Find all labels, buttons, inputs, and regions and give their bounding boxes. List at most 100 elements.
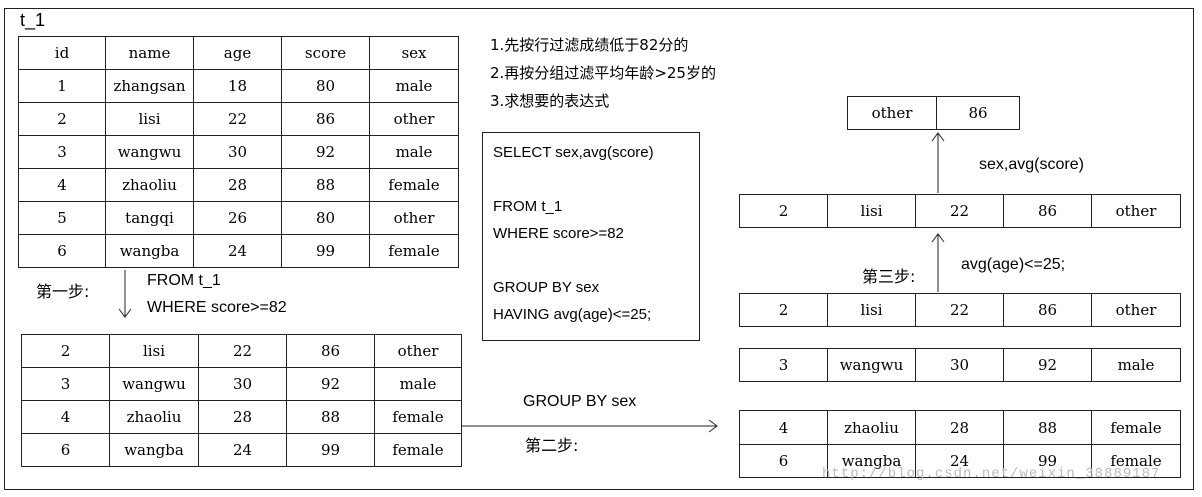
cell: female <box>1091 410 1181 445</box>
step3-label: 第三步: <box>862 267 916 286</box>
cell: 6 <box>21 433 110 467</box>
step2-group-clause: GROUP BY sex <box>523 393 637 410</box>
main-table-header: id name age score sex <box>18 36 459 70</box>
cell: 22 <box>193 102 282 136</box>
cell: other <box>374 334 462 368</box>
cell: 30 <box>915 348 1004 382</box>
cell: 2 <box>739 194 828 228</box>
cell: 6 <box>739 444 828 478</box>
cell: other <box>369 201 459 235</box>
note-item: 2.再按分组过滤平均年龄>25岁的 <box>490 64 716 82</box>
step3-having-clause: avg(age)<=25; <box>961 256 1066 273</box>
step2-label: 第二步: <box>525 436 579 455</box>
sql-having-line: HAVING avg(age)<=25; <box>493 306 652 323</box>
table-name-label: t_1 <box>20 10 46 30</box>
sql-from-line: FROM t_1 <box>493 198 563 215</box>
step1-from-clause: FROM t_1 <box>147 272 221 289</box>
cell: 30 <box>193 135 282 169</box>
step1-arrow-head <box>118 308 132 318</box>
cell: zhangsan <box>105 69 194 103</box>
cell: wangba <box>109 433 199 467</box>
cell: female <box>369 234 459 268</box>
cell: 28 <box>198 400 287 434</box>
cell: 99 <box>1003 444 1092 478</box>
sql-where-line: WHERE score>=82 <box>493 225 624 242</box>
notes-list: 1.先按行过滤成绩低于82分的 2.再按分组过滤平均年龄>25岁的 3.求想要的… <box>490 31 716 115</box>
cell: 3 <box>21 367 110 401</box>
cell: wangwu <box>105 135 194 169</box>
step1-where-clause: WHERE score>=82 <box>147 299 287 316</box>
cell: 3 <box>739 348 828 382</box>
table-row: other 86 <box>847 96 1020 130</box>
cell: female <box>374 433 462 467</box>
cell: female <box>1091 444 1181 478</box>
cell: 86 <box>936 96 1020 130</box>
step3-arrow-head <box>931 233 945 243</box>
cell: lisi <box>105 102 194 136</box>
cell: zhaoliu <box>105 168 194 202</box>
column-header-name: name <box>105 36 194 70</box>
cell: 24 <box>915 444 1004 478</box>
cell: male <box>1091 348 1181 382</box>
note-item: 3.求想要的表达式 <box>490 92 610 110</box>
note-item: 1.先按行过滤成绩低于82分的 <box>490 36 689 54</box>
sql-select-line: SELECT sex,avg(score) <box>493 144 654 161</box>
cell: male <box>369 69 459 103</box>
cell: 88 <box>281 168 370 202</box>
cell: 2 <box>18 102 106 136</box>
watermark: http://blog.csdn.net/weixin_38889187 <box>822 466 1161 482</box>
cell: wangwu <box>827 348 916 382</box>
cell: wangwu <box>109 367 199 401</box>
cell: 86 <box>286 334 375 368</box>
result-select-clause: sex,avg(score) <box>979 156 1084 173</box>
cell: 26 <box>193 201 282 235</box>
cell: 28 <box>193 168 282 202</box>
cell: 86 <box>1003 293 1092 327</box>
cell: 88 <box>286 400 375 434</box>
cell: other <box>1091 293 1181 327</box>
cell: female <box>374 400 462 434</box>
cell: 30 <box>198 367 287 401</box>
cell: 99 <box>281 234 370 268</box>
cell: 18 <box>193 69 282 103</box>
cell: other <box>369 102 459 136</box>
step2-arrow-head <box>708 419 718 433</box>
result-table: other 86 <box>847 96 1020 130</box>
cell: 92 <box>281 135 370 169</box>
cell: male <box>369 135 459 169</box>
cell: zhaoliu <box>827 410 916 445</box>
sql-query-box: SELECT sex,avg(score) FROM t_1 WHERE sco… <box>482 132 700 341</box>
diagram-frame <box>4 8 1194 490</box>
cell: 22 <box>915 194 1004 228</box>
cell: other <box>1091 194 1181 228</box>
cell: 92 <box>1003 348 1092 382</box>
column-header-sex: sex <box>369 36 459 70</box>
cell: 6 <box>18 234 106 268</box>
cell: 2 <box>21 334 110 368</box>
cell: 22 <box>915 293 1004 327</box>
cell: lisi <box>827 194 916 228</box>
sql-groupby-line: GROUP BY sex <box>493 279 600 296</box>
cell: lisi <box>827 293 916 327</box>
column-header-age: age <box>193 36 282 70</box>
cell: male <box>374 367 462 401</box>
column-header-id: id <box>18 36 106 70</box>
cell: wangba <box>827 444 916 478</box>
